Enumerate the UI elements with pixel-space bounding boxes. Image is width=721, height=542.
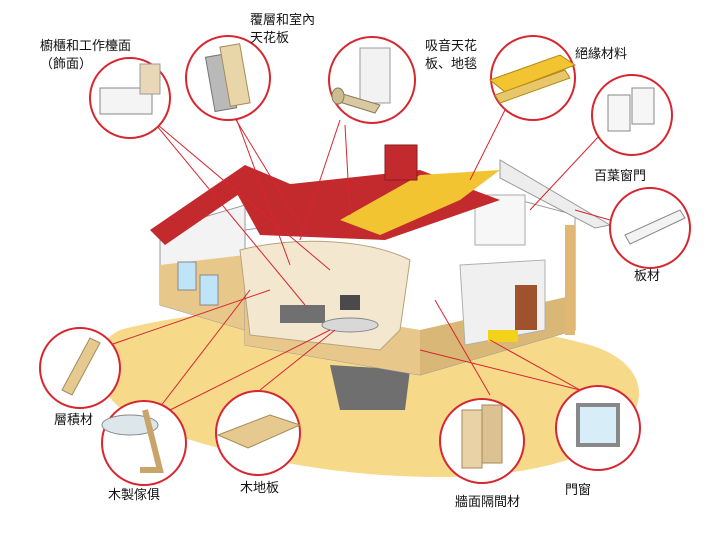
cabinet-sample [99, 63, 161, 115]
label-cabinet-sub: （飾面） [40, 57, 93, 72]
chimney [384, 144, 418, 181]
label-window: 門窗 [565, 483, 592, 498]
tv [340, 295, 360, 310]
label-ceiling-line2: 天花板 [250, 31, 290, 46]
label-insulation: 絕緣材料 [575, 47, 628, 62]
label-louver: 百葉窗門 [594, 169, 647, 184]
furniture-sample [101, 409, 164, 473]
label-board: 板材 [634, 269, 661, 284]
left-window [177, 261, 197, 291]
ceiling-panel-sample [204, 43, 251, 113]
sofa [280, 305, 325, 323]
label-flooring: 木地板 [240, 481, 280, 496]
louver-sample [607, 87, 655, 132]
left-window-2 [199, 274, 219, 306]
porch-post [565, 225, 575, 335]
insulation-sample [488, 54, 577, 104]
foundation [330, 365, 410, 410]
board-sample [624, 209, 686, 245]
label-furniture: 木製傢俱 [108, 488, 161, 503]
label-ceiling-line1: 覆層和室內 [250, 13, 316, 28]
window-frame-sample [576, 403, 620, 447]
label-laminated: 層積材 [54, 413, 94, 428]
flooring-sample [216, 414, 302, 449]
label-acoustic-line1: 吸音天花 [425, 39, 478, 54]
roof-insulation-layer [340, 170, 500, 235]
garage-door [515, 285, 537, 330]
leader-lines [109, 109, 611, 421]
label-cabinet: 櫥櫃和工作檯面 [40, 39, 132, 54]
lawn-mower [488, 330, 518, 342]
label-acoustic-line2: 板、地毯 [425, 57, 478, 72]
acoustic-sample [331, 47, 391, 114]
laminated-sample [61, 337, 101, 396]
table [321, 317, 379, 333]
wall-panel-sample [461, 404, 503, 469]
right-gable-trim [499, 159, 612, 229]
label-wall-panel: 牆面隔間材 [455, 495, 521, 510]
